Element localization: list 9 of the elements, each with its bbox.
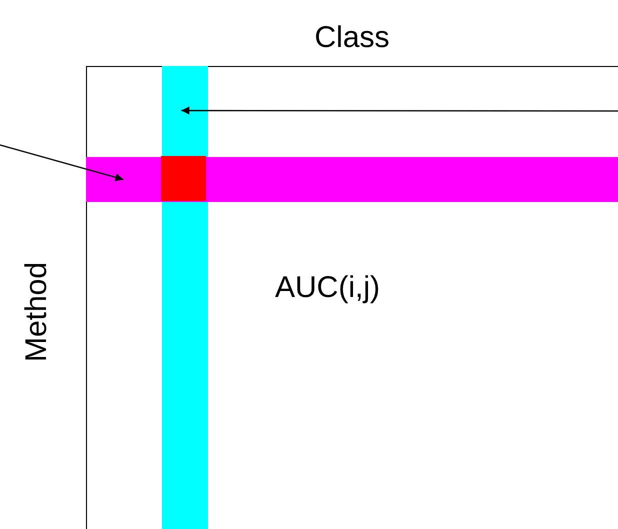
cell-formula: AUC(i,j): [275, 271, 380, 305]
axis-title: Method: [20, 262, 54, 362]
highlight-cell: [161, 156, 206, 201]
matrix-frame: [86, 66, 618, 529]
arrow: [0, 144, 124, 182]
arrow: [181, 106, 618, 115]
axis-title: Class: [314, 21, 390, 55]
highlight-bar: [86, 157, 618, 202]
highlight-bar: [162, 66, 208, 529]
